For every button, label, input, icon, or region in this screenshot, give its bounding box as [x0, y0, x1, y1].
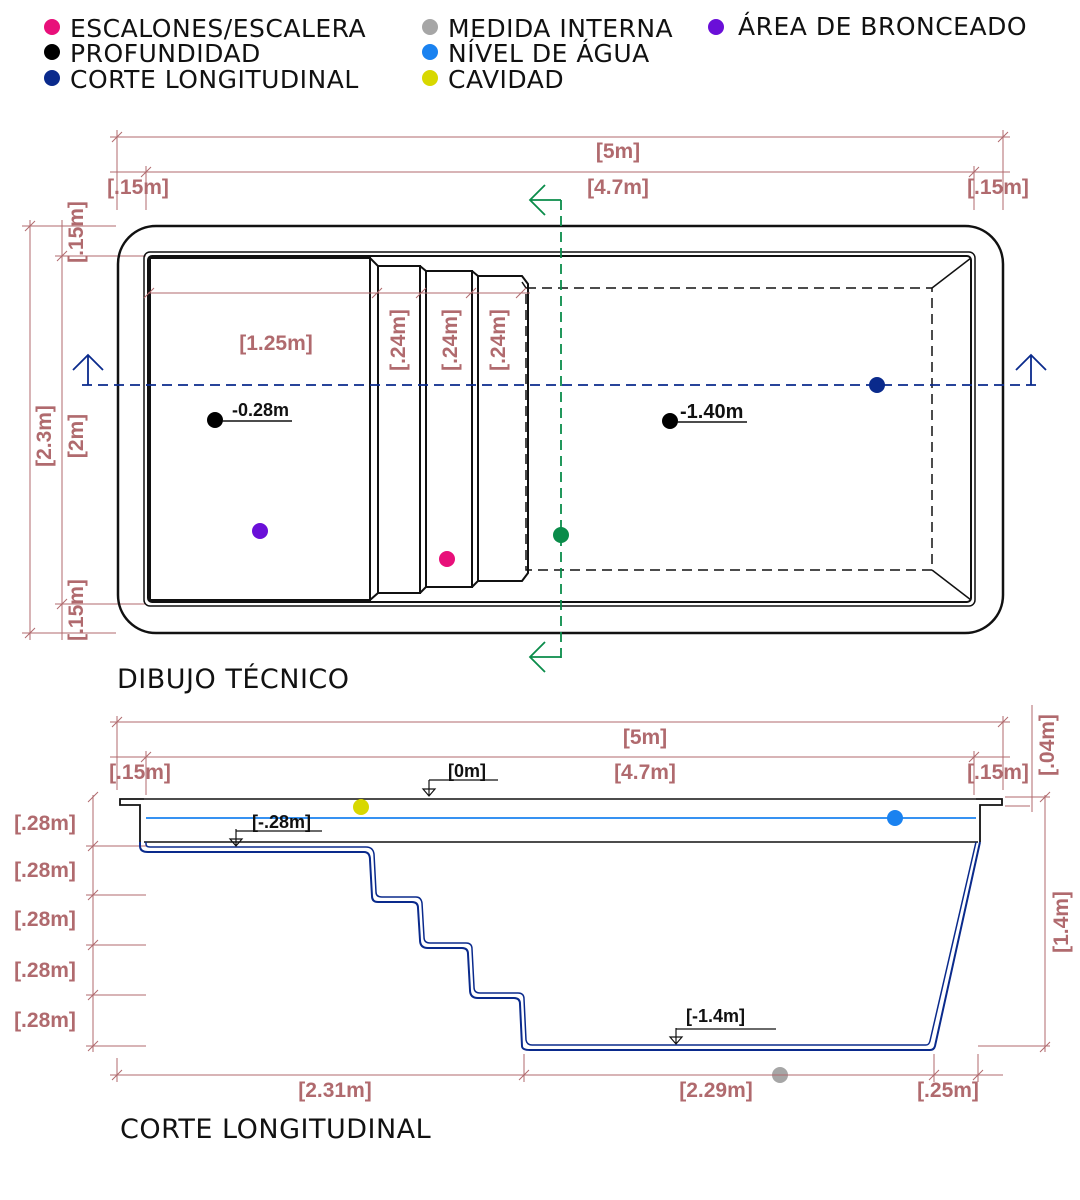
plan-dim-tanning-length: [1.25m] [239, 332, 313, 355]
plan-depth-deep: -1.40m [680, 401, 743, 423]
legend-dot-cavity [422, 70, 438, 86]
section-title: CORTE LONGITUDINAL [120, 1114, 431, 1145]
section-dim-rim: [.04m] [1036, 714, 1059, 776]
legend-label-cavity: CAVIDAD [448, 65, 564, 94]
water-level-marker [887, 810, 903, 826]
plan-dim-total-length: [5m] [596, 140, 640, 163]
legend-label-tanning: ÁREA DE BRONCEADO [738, 12, 1027, 41]
tanning-marker [252, 523, 268, 539]
plan-depth-shallow: -0.28m [232, 400, 289, 420]
section-arrow-left-icon [72, 353, 104, 385]
legend-label-steps: ESCALONES/ESCALERA [70, 14, 366, 43]
section-dim-bottom-right: [.25m] [917, 1079, 979, 1102]
steps-marker [439, 551, 455, 567]
section-step-height-2: [.28m] [14, 859, 76, 882]
legend-label-water: NÍVEL DE ÁGUA [448, 39, 650, 68]
plan-dim-step-1: [.24m] [387, 309, 410, 371]
section-step-height-5: [.28m] [14, 1009, 76, 1032]
plan-dim-edge-right: [.15m] [967, 176, 1029, 199]
plan-dim-step-3: [.24m] [487, 309, 510, 371]
section-dim-total-length: [5m] [623, 726, 667, 749]
plan-dim-edge-bottom: [.15m] [65, 579, 88, 641]
section-dim-edge-right: [.15m] [967, 761, 1029, 784]
tanning-ledge [149, 257, 371, 601]
section-level-top: [0m] [448, 761, 486, 781]
legend-label-depth: PROFUNDIDAD [70, 39, 261, 68]
pool-rim-right [976, 798, 1003, 842]
plan-dim-inner-length: [4.7m] [587, 176, 649, 199]
pool-inner-edge [143, 251, 976, 607]
plan-dim-edge-left: [.15m] [107, 176, 169, 199]
level-icon-top [421, 780, 437, 797]
cross-arrow-bottom-icon [528, 641, 561, 673]
plan-dim-inner-width: [2m] [65, 414, 88, 458]
section-step-height-4: [.28m] [14, 959, 76, 982]
plan-view: [5m] [.15m] [4.7m] [.15m] [2.3m] [.15m] … [22, 130, 1047, 695]
legend-dot-section [44, 70, 60, 86]
section-dim-edge-left: [.15m] [109, 761, 171, 784]
section-step-height-1: [.28m] [14, 812, 76, 835]
section-marker [869, 377, 885, 393]
step-2-outline [419, 265, 473, 594]
step-3-outline [471, 270, 529, 588]
section-step-height-3: [.28m] [14, 908, 76, 931]
plan-title: DIBUJO TÉCNICO [117, 663, 350, 695]
section-dim-bottom-left: [2.31m] [298, 1079, 372, 1102]
pool-profile-inner [145, 841, 977, 1046]
section-view: [5m] [.15m] [4.7m] [.15m] [.04m] [1.4m] [14, 705, 1073, 1145]
legend-dot-steps [44, 19, 60, 35]
legend-dot-tanning [708, 19, 724, 35]
plan-dim-step-2: [.24m] [439, 309, 462, 371]
section-arrow-right-icon [1015, 353, 1047, 385]
pool-profile-outer [139, 841, 981, 1051]
legend: ESCALONES/ESCALERA PROFUNDIDAD CORTE LON… [44, 12, 1027, 94]
plan-dim-total-width: [2.3m] [33, 405, 56, 467]
level-icon-bottom [668, 1028, 684, 1045]
plan-dim-edge-top: [.15m] [65, 201, 88, 263]
level-icon-shelf [228, 829, 244, 847]
depth-marker-shallow [207, 412, 223, 428]
pool-rim-left [119, 798, 144, 842]
deep-floor-outline [525, 287, 933, 571]
legend-label-section: CORTE LONGITUDINAL [70, 65, 359, 94]
legend-label-internal: MEDIDA INTERNA [448, 14, 673, 43]
legend-dot-water [422, 44, 438, 60]
cross-arrow-top-icon [528, 184, 561, 216]
depth-marker-deep [662, 413, 678, 429]
pool-inner-edge-2 [147, 255, 972, 603]
step-1-outline [369, 257, 421, 601]
legend-dot-depth [44, 44, 60, 60]
cross-section-marker [553, 527, 569, 543]
legend-dot-internal [422, 19, 438, 35]
section-level-bottom: [-1.4m] [686, 1006, 745, 1026]
cavity-marker [353, 799, 369, 815]
section-level-shelf: [-.28m] [252, 812, 311, 832]
section-dim-inner-length: [4.7m] [614, 761, 676, 784]
section-dim-bottom-mid: [2.29m] [679, 1079, 753, 1102]
section-dim-total-depth: [1.4m] [1050, 891, 1073, 953]
